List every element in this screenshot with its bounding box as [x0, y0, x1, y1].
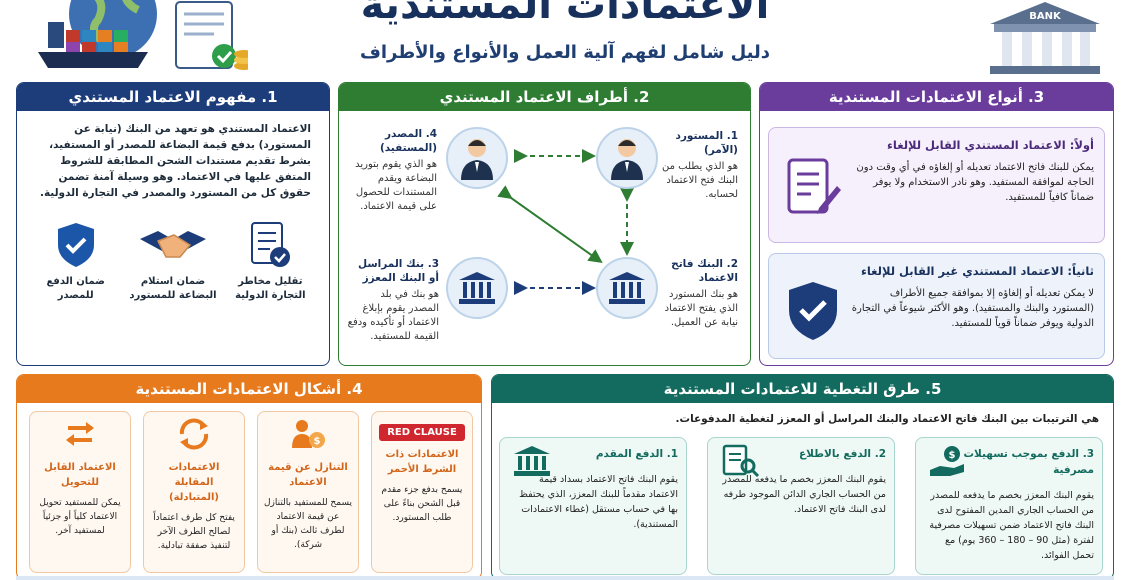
- party-exporter: 4. المصدر (المستفيد) هو الذي يقوم بتوريد…: [347, 127, 437, 214]
- shield-check-icon: [57, 223, 94, 267]
- benefit-label: ضمان الدفع للمصدر: [46, 276, 105, 301]
- type-revocable: أولاً: الاعتماد المستندي القابل للإلغاء …: [768, 127, 1105, 243]
- form-title: التنازل عن قيمة الاعتماد: [268, 462, 348, 488]
- transfer-arrows-icon: [66, 422, 94, 446]
- concept-body: الاعتماد المستندي هو تعهد من البنك (نياب…: [39, 123, 311, 199]
- parties-title: 2. أطراف الاعتماد المستندي: [339, 83, 750, 111]
- handshake-icon: [140, 231, 207, 258]
- document-search-icon: [722, 444, 760, 478]
- type-irrevocable: ثانياً: الاعتماد المستندي غير القابل للإ…: [768, 253, 1105, 359]
- coverage-credit-facilities: $ 3. الدفع بموجب تسهيلات مصرفية يقوم الب…: [915, 437, 1103, 575]
- page-subtitle: دليل شامل لفهم آلية العمل والأنواع والأط…: [359, 42, 771, 63]
- exporter-avatar: [446, 127, 508, 189]
- bank-sign: BANK: [1029, 11, 1062, 22]
- coverage-advance-payment: 1. الدفع المقدم يقوم البنك فاتح الاعتماد…: [499, 437, 687, 575]
- concept-panel: 1. مفهوم الاعتماد المستندي الاعتماد المس…: [16, 82, 330, 366]
- form-title: الاعتماد القابل للتحويل: [44, 462, 116, 488]
- forms-title: 4. أشكال الاعتمادات المستندية: [17, 375, 481, 403]
- benefit-receive-goods: ضمان استلام البضاعة للمستورد: [128, 221, 218, 303]
- trade-illustration: [18, 0, 254, 76]
- bank-icon: [459, 272, 495, 304]
- bank-icon: [609, 272, 645, 304]
- party-desc: هو الذي يقوم بتوريد البضاعة ويقدم المستن…: [355, 159, 437, 212]
- party-desc: هو بنك المستورد الذي يفتح الاعتماد نيابة…: [664, 289, 738, 328]
- bank-building-icon: BANK: [980, 0, 1110, 76]
- correspondent-bank-avatar: [446, 257, 508, 319]
- bottom-strip: [16, 576, 1114, 580]
- coverage-title: 5. طرق التغطية للاعتمادات المستندية: [492, 375, 1113, 403]
- parties-arrows: [497, 149, 634, 295]
- party-title: 4. المصدر (المستفيد): [379, 128, 437, 154]
- type-desc: لا يمكن تعديله أو إلغاؤه إلا بموافقة جمي…: [851, 288, 1094, 329]
- form-desc: يسمح بدفع جزء مقدم قبل الشحن بناءً على ط…: [381, 485, 463, 523]
- cargo-ship-icon: [38, 22, 148, 68]
- party-desc: هو الذي يطلب من البنك فتح الاعتماد لحساب…: [662, 161, 738, 200]
- issuing-bank-avatar: [596, 257, 658, 319]
- importer-avatar: [596, 127, 658, 189]
- coverage-panel: 5. طرق التغطية للاعتمادات المستندية هي ا…: [491, 374, 1114, 580]
- coins-icon: [234, 50, 254, 70]
- form-transferable: الاعتماد القابل للتحويل يمكن للمستفيد تح…: [29, 411, 131, 573]
- svg-text:$: $: [949, 450, 956, 461]
- document-pen-icon: [787, 158, 841, 214]
- coverage-title: 1. الدفع المقدم: [595, 448, 678, 460]
- types-panel: 3. أنواع الاعتمادات المستندية أولاً: الا…: [759, 82, 1114, 366]
- benefit-label: تقليل مخاطر التجارة الدولية: [235, 276, 306, 301]
- party-correspondent-bank: 3. بنك المراسل أو البنك المعزز هو بنك في…: [347, 257, 439, 344]
- form-desc: يفتح كل طرف اعتماداً لصالح الطرف الآخر ل…: [153, 513, 235, 551]
- person-icon: [611, 139, 643, 180]
- coverage-title: 2. الدفع بالاطلاع: [798, 448, 886, 460]
- form-desc: يمكن للمستفيد تحويل الاعتماد كلياً أو جز…: [39, 498, 121, 536]
- coverage-desc: يقوم البنك فاتح الاعتماد بسداد قيمة الاع…: [519, 474, 678, 530]
- benefit-reduce-risk: تقليل مخاطر التجارة الدولية: [225, 221, 315, 303]
- benefit-label: ضمان استلام البضاعة للمستورد: [129, 276, 217, 301]
- party-title: 2. البنك فاتح الاعتماد: [671, 258, 738, 284]
- form-title: الاعتمادات ذات الشرط الأحمر: [385, 449, 459, 475]
- form-red-clause: RED CLAUSE الاعتمادات ذات الشرط الأحمر ي…: [371, 411, 473, 573]
- coverage-desc: يقوم البنك المعزز بخصم ما يدفعه للمصدر م…: [929, 490, 1094, 561]
- svg-text:$: $: [314, 436, 321, 447]
- form-assignment: $ التنازل عن قيمة الاعتماد يسمح للمستفيد…: [257, 411, 359, 573]
- hand-money-icon: $: [930, 446, 964, 476]
- form-back-to-back: الاعتمادات المقابلة (المتبادلة) يفتح كل …: [143, 411, 245, 573]
- coverage-desc: يقوم البنك المعزز بخصم ما يدفعه للمصدر م…: [722, 474, 886, 515]
- party-title: 3. بنك المراسل أو البنك المعزز: [357, 258, 439, 284]
- document-check-icon: [251, 222, 291, 267]
- form-title: الاعتمادات المقابلة (المتبادلة): [168, 462, 220, 503]
- concept-title: 1. مفهوم الاعتماد المستندي: [17, 83, 329, 111]
- forms-panel: 4. أشكال الاعتمادات المستندية RED CLAUSE…: [16, 374, 482, 580]
- party-title: 1. المستورد (الآمر): [675, 130, 738, 156]
- person-coin-icon: $: [292, 420, 325, 448]
- benefit-payment-guarantee: ضمان الدفع للمصدر: [31, 221, 121, 303]
- party-importer: 1. المستورد (الآمر) هو الذي يطلب من البن…: [656, 129, 738, 202]
- clipboard-icon: [175, 1, 236, 69]
- page-title: الاعتمادات المستندية: [360, 0, 770, 28]
- coverage-sight-payment: 2. الدفع بالاطلاع يقوم البنك المعزز بخصم…: [707, 437, 895, 575]
- red-clause-badge: RED CLAUSE: [379, 424, 465, 441]
- cycle-arrows-icon: [179, 418, 209, 450]
- coverage-intro: هي الترتيبات بين البنك فاتح الاعتماد وال…: [675, 413, 1099, 425]
- party-desc: هو بنك في بلد المصدر يقوم بإبلاغ الاعتما…: [347, 289, 439, 342]
- person-icon: [461, 139, 493, 180]
- type-title: ثانياً: الاعتماد المستندي غير القابل للإ…: [860, 264, 1094, 278]
- types-title: 3. أنواع الاعتمادات المستندية: [760, 83, 1113, 111]
- coverage-title: 3. الدفع بموجب تسهيلات مصرفية: [963, 448, 1094, 476]
- type-title: أولاً: الاعتماد المستندي القابل للإلغاء: [887, 138, 1094, 152]
- bank-icon: [514, 446, 550, 476]
- form-desc: يسمح للمستفيد بالتنازل عن قيمة الاعتماد …: [264, 498, 352, 550]
- shield-check-icon: [789, 282, 837, 340]
- type-desc: يمكن للبنك فاتح الاعتماد تعديله أو إلغاؤ…: [856, 162, 1094, 203]
- parties-panel: 2. أطراف الاعتماد المستندي: [338, 82, 751, 366]
- party-issuing-bank: 2. البنك فاتح الاعتماد هو بنك المستورد ا…: [656, 257, 738, 330]
